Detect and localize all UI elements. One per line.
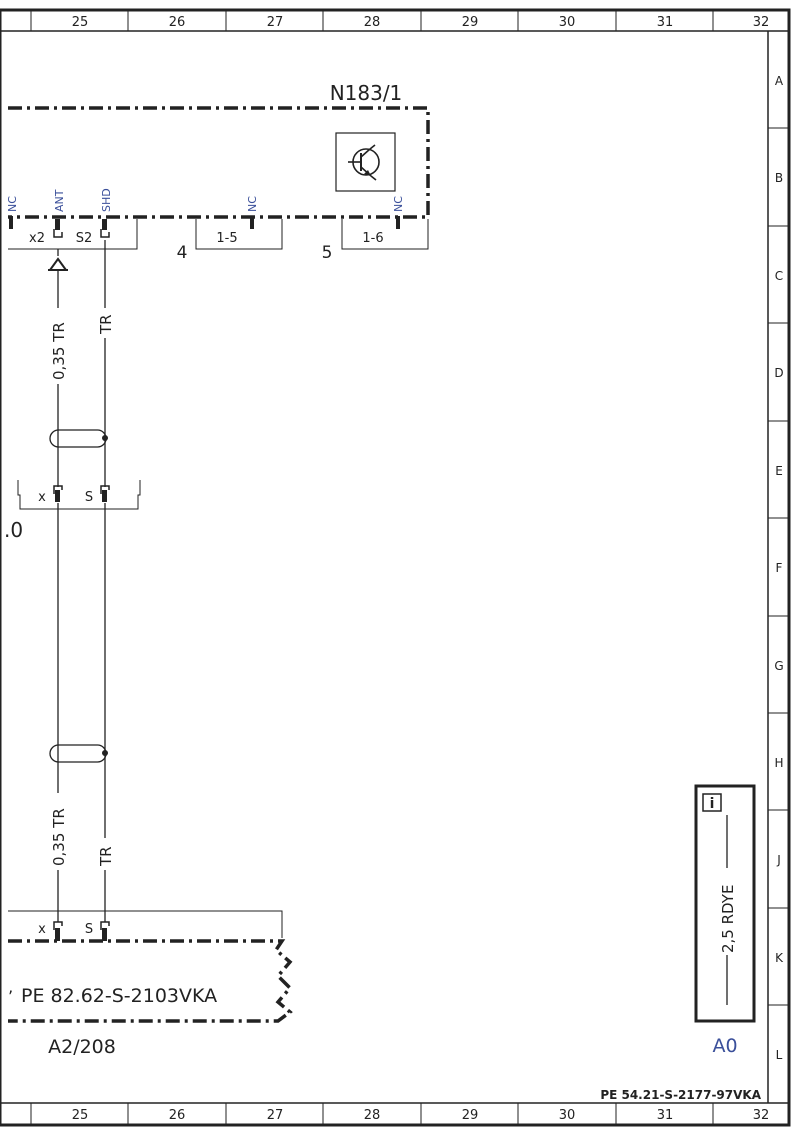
column-label: 26 xyxy=(169,15,186,30)
row-label: H xyxy=(774,756,783,770)
row-label: D xyxy=(774,366,783,380)
pin-label: S xyxy=(85,922,93,937)
shield-sleeve-icon xyxy=(49,744,108,763)
svg-text:i: i xyxy=(710,796,715,812)
pin-label: x2 xyxy=(29,231,45,246)
document-reference: PE 54.21-S-2177-97VKA xyxy=(600,1088,761,1102)
row-label: E xyxy=(775,464,783,478)
wire-label: 0,35 TR xyxy=(50,322,68,380)
component-outline xyxy=(8,939,293,1023)
component-n183-1: N183/1 NC ANT SHD NC NC xyxy=(6,81,430,229)
component-a2-208: x S ’ PE 82.62-S-2103VKA A2/208 xyxy=(8,910,293,1058)
row-label: C xyxy=(775,269,783,283)
column-label: 26 xyxy=(169,1108,186,1123)
info-box: i 2,5 RDYE A0 xyxy=(694,784,756,1057)
column-label: 32 xyxy=(753,1108,770,1123)
row-label: B xyxy=(775,171,783,185)
pin-label: x xyxy=(38,490,46,505)
pin-signal-label: NC xyxy=(392,196,405,212)
pin-signal-label: NC xyxy=(6,196,19,212)
column-label: 25 xyxy=(72,15,89,30)
pin-signal-label: SHD xyxy=(100,188,113,212)
pin-label: S2 xyxy=(76,231,93,246)
wire-label: TR xyxy=(97,314,115,335)
column-labels-bottom: 25 26 27 28 29 30 31 32 xyxy=(72,1108,770,1123)
component-outline xyxy=(8,106,430,219)
column-label: 32 xyxy=(753,15,770,30)
row-label: L xyxy=(776,1048,783,1062)
pin-label: x xyxy=(38,922,46,937)
row-label: J xyxy=(776,853,781,867)
connector-number: 5 xyxy=(322,243,333,263)
wire-label: TR xyxy=(97,846,115,867)
connector-x2-s2: x2 S2 xyxy=(8,219,138,250)
wire-label: 0,35 TR xyxy=(50,808,68,866)
ground-label: A0 xyxy=(712,1035,737,1057)
info-icon: i xyxy=(702,793,722,812)
column-label: 27 xyxy=(267,1108,284,1123)
column-label: 28 xyxy=(364,1108,381,1123)
row-label: A xyxy=(775,74,784,88)
wire-label: 2,5 RDYE xyxy=(719,885,737,953)
antenna-triangle-icon xyxy=(48,257,68,271)
component-label: A2/208 xyxy=(48,1036,116,1058)
row-labels: A B C D E F G H J K L xyxy=(774,74,784,1062)
column-labels-top: 25 26 27 28 29 30 31 32 xyxy=(72,15,770,30)
row-label: G xyxy=(774,659,783,673)
row-label: F xyxy=(776,561,783,575)
connector-middle: x S .0 xyxy=(4,480,141,542)
column-label: 30 xyxy=(559,1108,576,1123)
partial-component-label: .0 xyxy=(4,518,23,542)
column-label: 31 xyxy=(657,1108,674,1123)
component-label: N183/1 xyxy=(330,81,403,105)
pin-signal-label: NC xyxy=(246,196,259,212)
connector-4: 4 1-5 xyxy=(177,219,283,263)
partial-glyph: ’ xyxy=(8,987,13,1006)
column-label: 30 xyxy=(559,15,576,30)
connector-label: 1-6 xyxy=(362,231,383,246)
column-label: 25 xyxy=(72,1108,89,1123)
column-label: 29 xyxy=(462,15,479,30)
column-label: 31 xyxy=(657,15,674,30)
pin-signal-label: ANT xyxy=(53,189,66,212)
column-label: 29 xyxy=(462,1108,479,1123)
drawing-frame xyxy=(0,8,791,1127)
connector-5: 5 1-6 xyxy=(322,219,429,263)
column-label: 27 xyxy=(267,15,284,30)
connector-number: 4 xyxy=(177,243,188,263)
shield-sleeve-icon xyxy=(49,429,108,448)
pin-label: S xyxy=(85,490,93,505)
column-label: 28 xyxy=(364,15,381,30)
connector-label: 1-5 xyxy=(216,231,237,246)
reference-label: PE 82.62-S-2103VKA xyxy=(21,985,217,1007)
transistor-icon xyxy=(335,132,396,192)
row-label: K xyxy=(775,951,784,965)
